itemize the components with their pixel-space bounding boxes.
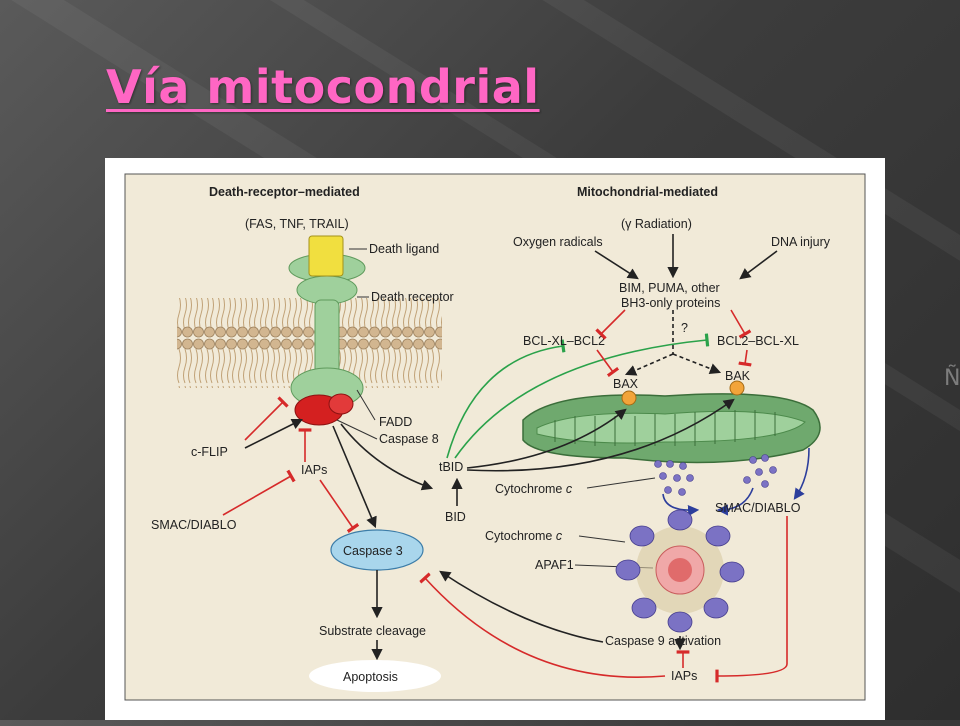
- label-caspase9: Caspase 9 activation: [605, 634, 721, 648]
- inhibit-bcl2-bak: [738, 349, 752, 367]
- figure-panel: Death-receptor–mediated Mitochondrial-me…: [105, 158, 885, 720]
- inhibit-bclxl-bax: [596, 349, 620, 378]
- header-death-receptor: Death-receptor–mediated: [209, 185, 360, 199]
- inhibit-iaps-caspase3: [319, 479, 360, 533]
- label-bax: BAX: [613, 377, 639, 391]
- bullet-icon: Ñ: [944, 366, 960, 391]
- label-death-ligand: Death ligand: [369, 242, 439, 256]
- inhibit-tbid-bcl2: [454, 333, 710, 459]
- arrow-tbid-bak: [466, 398, 735, 472]
- inhibit-bim-bcl2: [730, 309, 752, 339]
- label-bclxl-bcl2: BCL-XL–BCL2: [523, 334, 605, 348]
- header-mitochondrial: Mitochondrial-mediated: [577, 185, 718, 199]
- label-caspase3: Caspase 3: [343, 544, 403, 558]
- arrow-oxygen: [594, 250, 639, 280]
- bax-pore-icon: [621, 390, 637, 406]
- label-apoptosis: Apoptosis: [343, 670, 398, 684]
- arrow-cflip: [244, 418, 304, 449]
- dashed-to-bax: [624, 353, 674, 376]
- arrow-caspase8-tbid: [340, 423, 434, 491]
- label-tbid: tBID: [439, 460, 463, 474]
- label-oxygen-radicals: Oxygen radicals: [513, 235, 603, 249]
- label-bcl2-bclxl: BCL2–BCL-XL: [717, 334, 799, 348]
- inhibit-smac-iaps-right: [715, 516, 788, 683]
- label-bh3-only: BH3-only proteins: [621, 296, 720, 310]
- inhibit-tbid-bclxl: [446, 339, 566, 459]
- arrow-caspase9-caspase3: [439, 570, 604, 643]
- label-fadd: FADD: [379, 415, 412, 429]
- apoptosis-pathway-diagram: Death-receptor–mediated Mitochondrial-me…: [124, 173, 866, 701]
- label-cytochrome-c-1: Cytochrome c: [495, 482, 573, 496]
- label-iaps-left: IAPs: [301, 463, 327, 477]
- cytochrome-c-dots: [654, 454, 777, 496]
- apoptosis-icon: [309, 660, 441, 692]
- label-iaps-right: IAPs: [671, 669, 697, 683]
- inhibit-smac-iaps: [222, 469, 296, 516]
- arrow-smac-release: [793, 447, 810, 500]
- dashed-to-bak: [672, 353, 722, 374]
- label-substrate-cleavage: Substrate cleavage: [319, 624, 426, 638]
- label-bak: BAK: [725, 369, 751, 383]
- label-caspase8: Caspase 8: [379, 432, 439, 446]
- inhibit-bim-bclxl: [595, 309, 626, 340]
- arrow-tbid-bax: [466, 408, 627, 469]
- arrow-dna: [739, 250, 778, 280]
- label-bim-puma: BIM, PUMA, other: [619, 281, 720, 295]
- bak-pore-icon: [729, 380, 745, 396]
- label-dna-injury: DNA injury: [771, 235, 831, 249]
- label-ligands: (FAS, TNF, TRAIL): [245, 217, 349, 231]
- slide-title: Vía mitocondrial: [106, 60, 540, 114]
- label-bid: BID: [445, 510, 466, 524]
- label-radiation: (γ Radiation): [621, 217, 692, 231]
- label-death-receptor: Death receptor: [371, 290, 454, 304]
- inhibit-iaps-caspase3: [419, 572, 666, 678]
- apoptosome-icon: [615, 509, 745, 633]
- label-smac-right: SMAC/DIABLO: [715, 501, 801, 515]
- arrow-cytc-release-2: [716, 487, 754, 516]
- inhibit-cflip: [244, 396, 289, 441]
- mitochondrion-icon: [522, 393, 821, 464]
- fadd-icon: [328, 393, 354, 415]
- arrow-cytc-release: [662, 493, 700, 517]
- label-smac-left: SMAC/DIABLO: [151, 518, 237, 532]
- label-cflip: c-FLIP: [191, 445, 228, 459]
- death-ligand-icon: [308, 235, 344, 277]
- arrow-caspase8-caspase3: [332, 425, 377, 529]
- label-cytochrome-c-2: Cytochrome c: [485, 529, 563, 543]
- label-apaf1: APAF1: [535, 558, 574, 572]
- label-question: ?: [681, 321, 688, 335]
